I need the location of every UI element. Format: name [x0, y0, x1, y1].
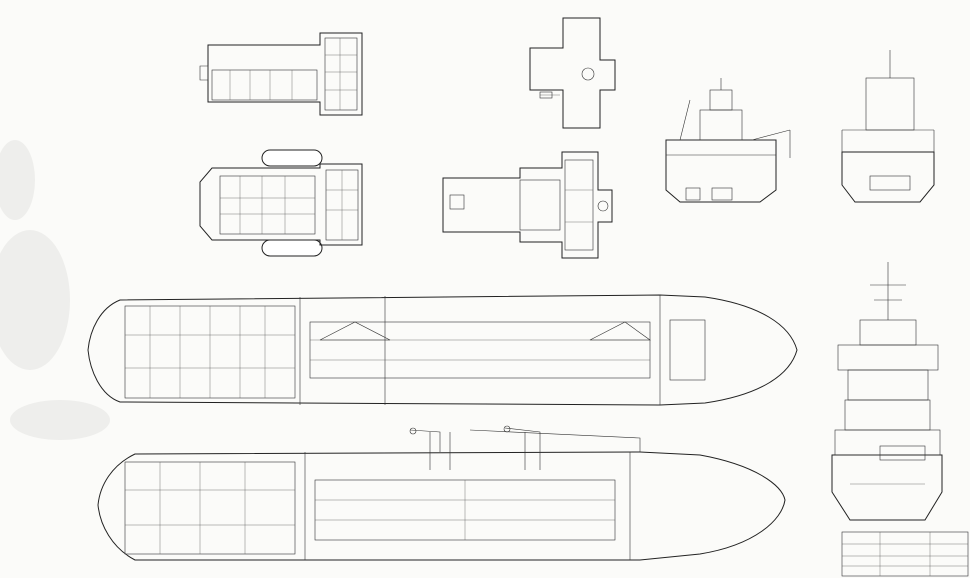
- wheelhouse-top-plan: [529, 17, 616, 129]
- scan-stains: [0, 140, 110, 440]
- front-superstructure-elevation: [831, 262, 943, 521]
- title-block: [841, 531, 969, 577]
- bridge-deck-plan: [199, 32, 363, 116]
- stern-elevation: [841, 50, 935, 203]
- navigation-deck-plan: [199, 149, 363, 257]
- section-at-cranes: [665, 78, 791, 203]
- hold-plan: [97, 425, 786, 561]
- compass-deck-plan: [442, 151, 613, 259]
- upper-deck-plan: [87, 294, 798, 406]
